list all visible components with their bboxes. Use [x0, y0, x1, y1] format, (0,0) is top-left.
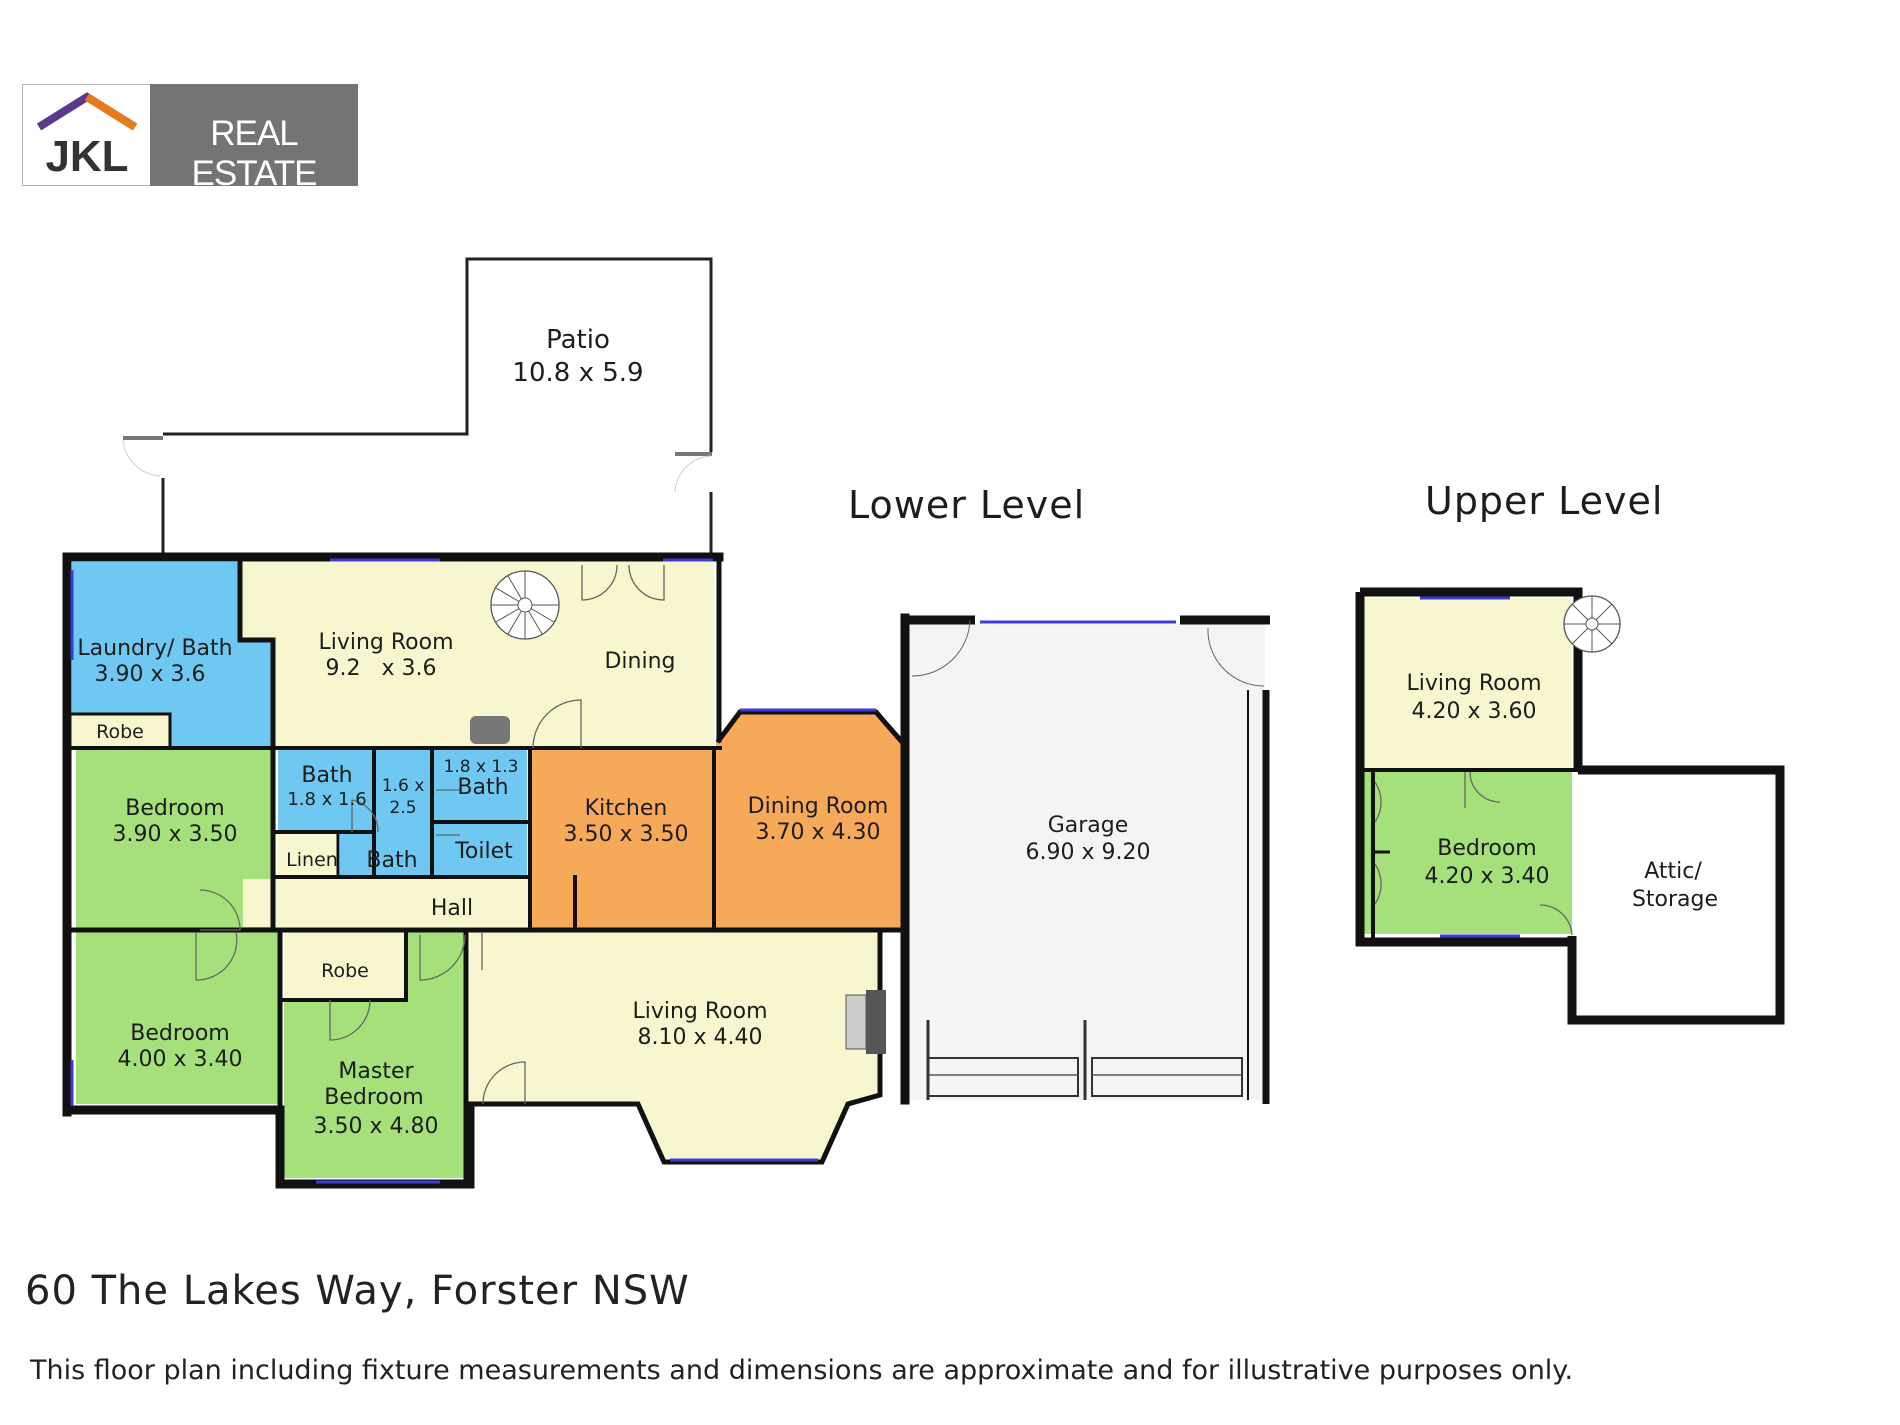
- room-label-robe-1: Robe: [96, 721, 144, 743]
- room-label-living-1: Living Room: [318, 630, 453, 655]
- room-label-attic-2: Storage: [1632, 887, 1718, 912]
- disclaimer-text: This floor plan including fixture measur…: [30, 1355, 1574, 1386]
- room-dims-bedroom-1: 3.90 x 3.50: [113, 822, 238, 847]
- patio-area: [122, 257, 713, 555]
- room-label-dining-room: Dining Room: [748, 794, 889, 819]
- room-dims-kitchen: 3.50 x 3.50: [564, 822, 689, 847]
- room-label-bedroom-1: Bedroom: [125, 796, 225, 821]
- room-dims-bedroom-2: 4.00 x 3.40: [118, 1047, 243, 1072]
- room-label-living-2: Living Room: [632, 999, 767, 1024]
- spiral-stair-icon: [490, 570, 560, 640]
- walls-garage: [905, 615, 1270, 1104]
- room-dims-dining-room: 3.70 x 4.30: [756, 820, 881, 845]
- room-dims-master: 3.50 x 4.80: [314, 1114, 439, 1139]
- room-dims-bath-1: 1.8 x 1.6: [287, 789, 366, 810]
- spiral-stair-upper-icon: [1563, 595, 1621, 653]
- walls-upper: [1355, 587, 1785, 1025]
- room-label-upper-living: Living Room: [1406, 671, 1541, 696]
- room-label-bath-1: Bath: [301, 763, 352, 788]
- room-dims-laundry: 3.90 x 3.6: [95, 662, 206, 687]
- room-label-master-1: Master: [338, 1059, 414, 1084]
- logo-panel: REAL ESTATE: [150, 84, 358, 193]
- fireplace-icon: [470, 716, 886, 1054]
- room-label-bath-4: Bath: [366, 848, 417, 873]
- room-dims-living-2: 8.10 x 4.40: [638, 1025, 763, 1050]
- room-label-laundry: Laundry/ Bath: [77, 636, 232, 661]
- room-dims-bath-2a: 1.6 x: [382, 776, 425, 796]
- upper-level-heading: Upper Level: [1425, 479, 1663, 523]
- room-dims-bath-3: 1.8 x 1.3: [444, 757, 519, 777]
- room-label-linen: Linen: [286, 849, 338, 871]
- room-label-upper-bedroom: Bedroom: [1437, 836, 1537, 861]
- house-roof-icon: JKL: [36, 92, 138, 181]
- room-label-garage: Garage: [1048, 813, 1129, 838]
- room-label-master-2: Bedroom: [324, 1085, 424, 1110]
- logo-initials: JKL: [45, 132, 128, 181]
- company-logo: JKL REAL ESTATE: [22, 84, 358, 193]
- room-dims-patio: 10.8 x 5.9: [512, 358, 643, 388]
- room-dims-garage: 6.90 x 9.20: [1026, 840, 1151, 865]
- room-label-bath-3: Bath: [457, 775, 508, 800]
- upper-room-fills: [1364, 598, 1778, 1020]
- room-label-attic-1: Attic/: [1644, 859, 1702, 884]
- logo-mark: JKL: [22, 84, 152, 186]
- room-labels: Patio 10.8 x 5.9 Laundry/ Bath 3.90 x 3.…: [77, 325, 1718, 1139]
- room-dims-upper-living: 4.20 x 3.60: [1412, 699, 1537, 724]
- room-label-kitchen: Kitchen: [585, 796, 668, 821]
- doors: [195, 564, 665, 1105]
- lower-level-heading: Lower Level: [848, 483, 1085, 527]
- room-dims-bath-2b: 2.5: [389, 798, 416, 818]
- logo-company-name: REAL ESTATE: [191, 114, 318, 193]
- room-dims-living-1: 9.2 x 3.6: [326, 656, 437, 681]
- room-label-patio: Patio: [546, 325, 610, 355]
- room-label-bedroom-2: Bedroom: [130, 1021, 230, 1046]
- room-label-hall: Hall: [431, 896, 473, 921]
- room-label-toilet: Toilet: [454, 839, 513, 864]
- room-label-robe-2: Robe: [321, 960, 369, 982]
- windows: [70, 558, 1520, 1184]
- property-address: 60 The Lakes Way, Forster NSW: [25, 1268, 690, 1314]
- room-label-dining-1: Dining: [604, 649, 675, 674]
- room-dims-upper-bedroom: 4.20 x 3.40: [1425, 864, 1550, 889]
